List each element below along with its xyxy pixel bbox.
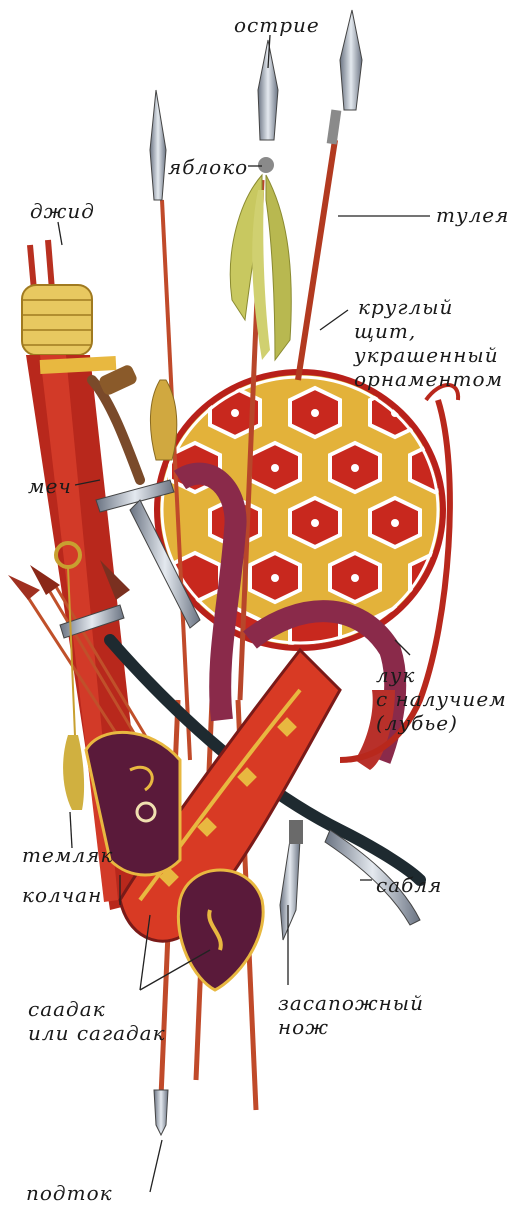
label-kolchan: колчан bbox=[22, 883, 102, 907]
label-tuleya: тулея bbox=[436, 203, 509, 227]
label-luk-line-3: (лубье) bbox=[376, 711, 458, 735]
label-sablya: сабля bbox=[376, 873, 442, 897]
spear-right bbox=[298, 10, 362, 380]
label-yabloko: яблоко bbox=[168, 155, 248, 179]
podtok-tip bbox=[154, 1090, 168, 1135]
boot-knife bbox=[280, 820, 303, 940]
label-shield-line-1: круглый bbox=[358, 295, 453, 319]
label-shield-line-3: украшенный bbox=[353, 343, 499, 367]
label-temlyak: темляк bbox=[22, 843, 113, 867]
label-luk-line-2: с налучием bbox=[376, 687, 507, 711]
label-mech: меч bbox=[28, 474, 72, 498]
label-shield-line-2: щит, bbox=[354, 319, 416, 343]
label-dzhid: джид bbox=[30, 199, 95, 223]
label-ostrie: острие bbox=[234, 13, 320, 37]
label-luk-line-1: лук bbox=[376, 663, 415, 687]
label-podtok: подток bbox=[26, 1181, 113, 1205]
label-nozh-line-1: засапожный bbox=[278, 991, 424, 1015]
label-nozh-line-2: нож bbox=[278, 1015, 329, 1039]
label-saadak-line-1: саадак bbox=[28, 997, 106, 1021]
temlyak-tassel bbox=[63, 735, 84, 810]
label-shield-line-4: орнаментом bbox=[354, 367, 503, 391]
label-saadak-line-2: или сагадак bbox=[28, 1021, 166, 1045]
